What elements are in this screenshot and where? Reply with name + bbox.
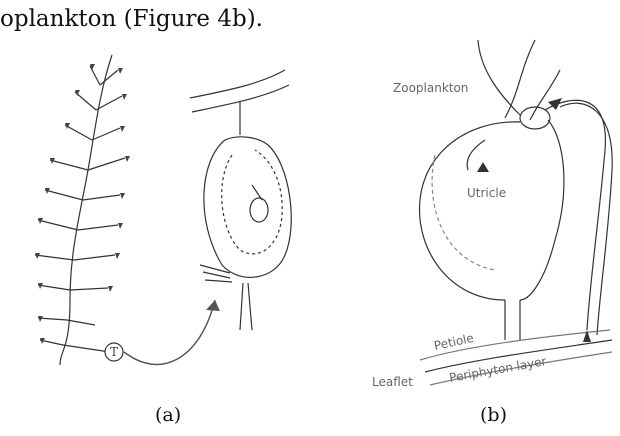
label-utricle: Utricle <box>467 186 506 200</box>
label-petiole: Petiole <box>433 331 475 353</box>
caption-a: (a) <box>155 404 181 426</box>
zoom-arrow <box>124 300 215 364</box>
caption-b: (b) <box>480 404 507 426</box>
panel-a-utricle <box>190 70 291 330</box>
panel-a-plant <box>35 55 125 365</box>
trap-marker-label: T <box>110 345 118 359</box>
flow-arrow-down <box>477 162 489 172</box>
label-zooplankton: Zooplankton <box>393 81 468 95</box>
panel-a-traps <box>35 64 130 344</box>
label-leaflet: Leaflet <box>372 375 413 389</box>
zoom-arrow-head <box>206 300 220 311</box>
flow-arrow-left <box>548 98 562 110</box>
label-periphyton: Periphyton layer <box>448 354 547 385</box>
